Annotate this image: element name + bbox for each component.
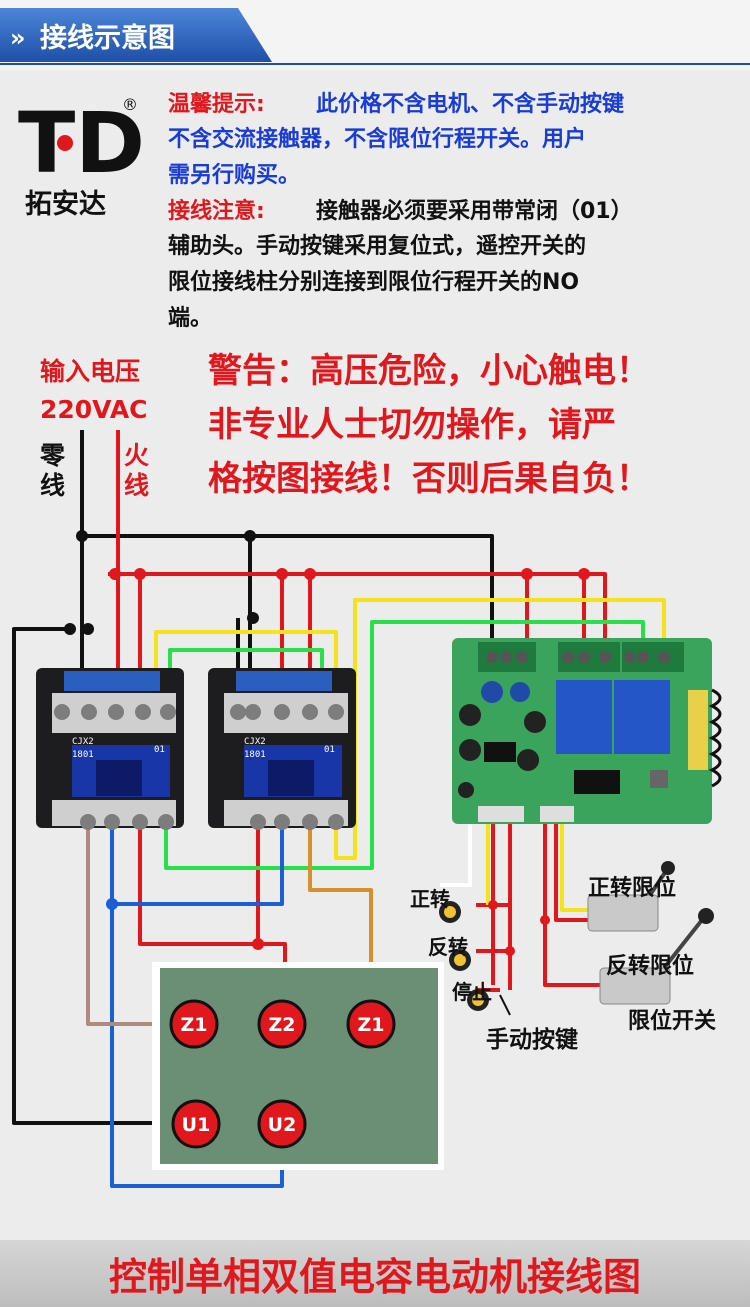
limit-switches-label: 限位开关 [628,1008,716,1034]
logo-mark: TD [18,94,145,192]
terminal-z1-left-label: Z1 [181,1014,208,1036]
relay-1 [556,680,612,754]
remote-relay-board [452,638,722,824]
terminal-z1-right [346,999,396,1049]
warning-line-3: 格按图接线！否则后果自负！ [208,459,650,499]
input-labels: 输入电压 220VAC 零线 火线 [39,357,149,500]
registered-mark: ® [122,95,138,114]
input-voltage: 220VAC [40,395,148,424]
learn-button-icon [650,770,668,788]
neutral-label: 零线 [39,441,66,500]
terminal-u2 [257,1099,307,1149]
footer: 控制单相双值电容电动机接线图 [0,1240,750,1307]
forward-button-label: 正转 [410,887,450,911]
tip-line-1: 此价格不含电机、不含手动按键 [316,91,624,117]
wiring-line-3: 限位接线柱分别连接到限位行程开关的NO [168,269,579,295]
terminal-z2 [257,999,307,1049]
chevron-icon: » [10,24,26,52]
terminal-z1-right-label: Z1 [358,1014,385,1036]
terminal-z1-left [169,999,219,1049]
motor-block: Z1 Z2 Z1 U1 U2 [152,962,444,1170]
brand-logo: TD ® 拓安达 [18,94,145,220]
orange-wire [308,822,373,1005]
contactor-1-aux: 01 [154,745,165,755]
contactor-2: CJX2 1801 01 [208,668,356,830]
antenna-module [688,690,708,770]
contactor-1-code: 1801 [72,750,94,760]
limit-switches: 正转限位 反转限位 限位开关 [587,861,716,1034]
button-white-wire [440,818,472,887]
contactor-2-model: CJX2 [244,737,266,747]
reverse-limit-label: 反转限位 [606,953,694,979]
wiring-line-1: 接触器必须要采用带常闭（01） [316,198,633,224]
tip-line-3: 需另行购买。 [168,162,300,188]
brown-wire [86,822,180,1026]
forward-limit-label: 正转限位 [588,875,676,901]
tip-label: 温馨提示: [168,91,265,117]
relay-2 [614,680,670,754]
logo-name: 拓安达 [25,189,106,220]
terminal-u2-label: U2 [268,1114,297,1136]
terminal-u1-label: U1 [182,1114,211,1136]
header: » 接线示意图 [0,0,750,70]
warning-line-2: 非专业人士切勿操作，请严 [208,405,616,445]
live-label: 火线 [124,441,149,500]
warning-block: 警告：高压危险，小心触电！ 非专业人士切勿操作，请严 格按图接线！否则后果自负！ [208,351,650,499]
wiring-line-4: 端。 [168,306,212,331]
manual-buttons-label: 手动按键 [486,1026,578,1053]
manual-buttons: 正转 反转 停止 手动按键 [410,887,578,1053]
logo-dot [57,135,73,151]
terminal-u1 [171,1099,221,1149]
wiring-line-2: 辅助头。手动按键采用复位式，遥控开关的 [168,233,586,259]
footer-title: 控制单相双值电容电动机接线图 [109,1255,641,1299]
reverse-limit-switch-icon [599,967,671,1005]
header-title: 接线示意图 [40,22,175,54]
contactor-1: CJX2 1801 01 [36,668,184,830]
header-tab [0,8,272,62]
notice-text: 温馨提示: 此价格不含电机、不含手动按键 不含交流接触器，不含限位行程开关。用户… [168,91,633,331]
antenna-coil-icon [708,688,722,788]
contactor-1-model: CJX2 [72,737,94,747]
warning-line-1: 警告：高压危险，小心触电！ [208,351,650,391]
tip-line-2: 不含交流接触器，不含限位行程开关。用户 [168,126,586,152]
forward-limit-switch-icon [587,894,659,932]
wiring-label: 接线注意: [168,198,265,224]
junction-dots [64,530,590,956]
contactor-2-code: 1801 [244,750,266,760]
stop-button-label: 停止 [452,980,492,1004]
terminal-z2-label: Z2 [269,1014,296,1036]
contactor-2-aux: 01 [324,745,335,755]
reverse-button-label: 反转 [428,935,468,959]
input-label: 输入电压 [40,357,140,386]
